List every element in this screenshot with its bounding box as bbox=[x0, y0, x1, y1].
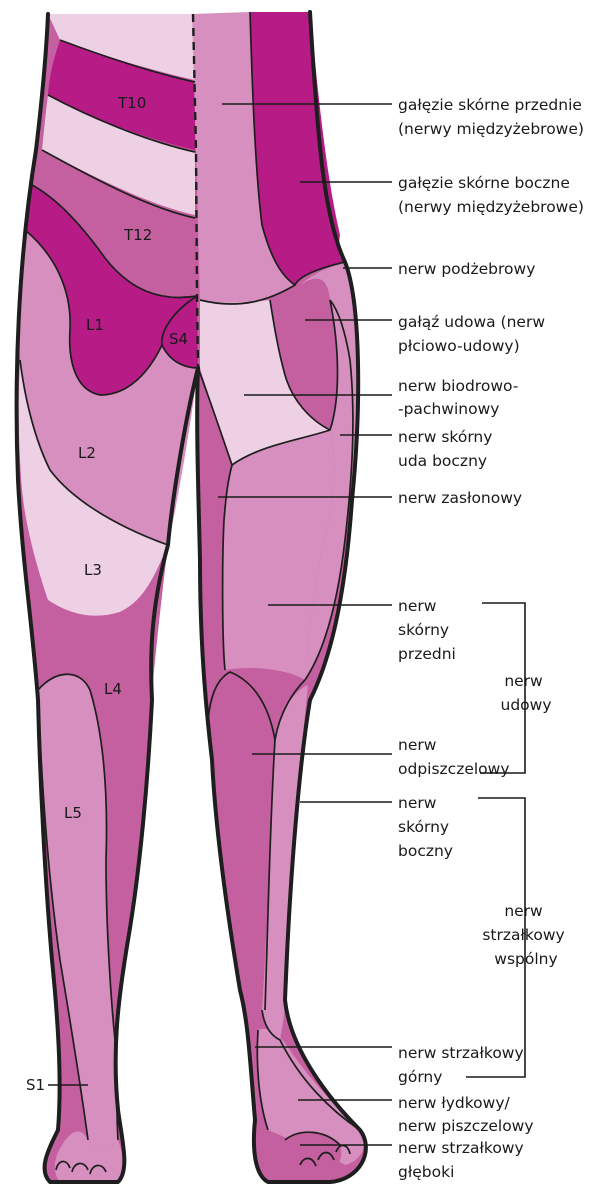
label-s1: S1 bbox=[26, 1076, 45, 1094]
label-superficial-peroneal: nerw strzałkowy górny bbox=[398, 1044, 529, 1086]
label-l5: L5 bbox=[64, 804, 82, 822]
label-s4: S4 bbox=[169, 330, 188, 348]
label-l3: L3 bbox=[84, 561, 102, 579]
label-l1: L1 bbox=[86, 316, 104, 334]
label-saphenous: nerw odpiszczelowy bbox=[398, 736, 510, 778]
label-t12: T12 bbox=[123, 226, 152, 244]
label-lateral-cutaneous: gałęzie skórne boczne (nerwy międzyżebro… bbox=[398, 174, 584, 216]
label-lateral-femoral-cutaneous: nerw skórny uda boczny bbox=[398, 428, 497, 470]
label-lateral-sural-cutaneous: nerw skórny boczny bbox=[398, 794, 454, 860]
label-l2: L2 bbox=[78, 444, 96, 462]
label-sural-tibial: nerw łydkowy/ nerw piszczelowy bbox=[398, 1094, 534, 1135]
label-subcostal: nerw podżebrowy bbox=[398, 260, 535, 278]
label-anterior-cutaneous: gałęzie skórne przednie (nerwy międzyżeb… bbox=[398, 96, 587, 138]
label-anterior-femoral-cutaneous: nerw skórny przedni bbox=[398, 597, 456, 663]
label-t10: T10 bbox=[117, 94, 146, 112]
label-obturator: nerw zasłonowy bbox=[398, 489, 522, 507]
label-femoral-branch: gałąź udowa (nerw płciowo-udowy) bbox=[398, 313, 550, 355]
label-l4: L4 bbox=[104, 680, 122, 698]
label-common-peroneal-group: nerw strzałkowy wspólny bbox=[482, 902, 569, 968]
label-deep-peroneal: nerw strzałkowy głęboki bbox=[398, 1139, 529, 1181]
label-femoral-group: nerw udowy bbox=[501, 672, 552, 714]
label-ilioinguinal: nerw biodrowo- -pachwinowy bbox=[398, 377, 523, 418]
